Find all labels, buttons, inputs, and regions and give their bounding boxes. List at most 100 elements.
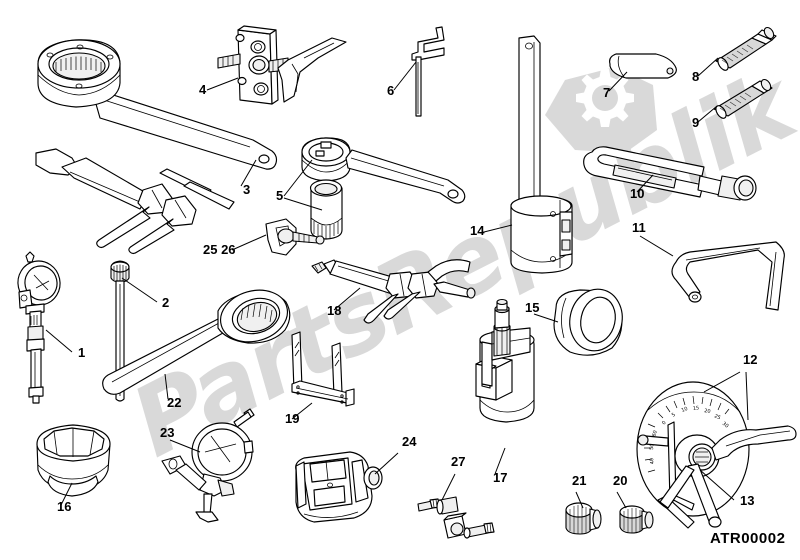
callout-number: 21	[572, 473, 586, 488]
callout-number: 12	[743, 352, 757, 367]
callout-leader-line	[616, 491, 627, 509]
callout-leader-line	[283, 197, 323, 211]
part-bore-dial-gauge	[17, 251, 61, 404]
callout-number: 16	[57, 499, 71, 514]
callout-25-26: 25 26	[203, 234, 267, 257]
callout-c12b	[745, 371, 749, 421]
drawing-code-label: ATR00002	[710, 530, 785, 547]
callout-leader-line	[206, 77, 239, 91]
part-socket-wrench-and-insert	[301, 137, 466, 240]
callout-leader-line	[121, 277, 158, 303]
callout-leader-line	[479, 224, 513, 234]
callout-23: 23	[160, 425, 201, 453]
svg-text:15: 15	[693, 405, 700, 412]
part-clutch-hub-holding-wrench	[37, 39, 278, 170]
callout-5: 5	[276, 159, 313, 203]
callout-7: 7	[603, 71, 628, 100]
callout-leader-line	[60, 482, 73, 506]
callout-number: 27	[451, 454, 465, 469]
callout-number: 19	[285, 411, 299, 426]
callout-27: 27	[441, 454, 465, 501]
callout-4: 4	[199, 77, 239, 97]
part-t-bar-puller-assembly	[35, 148, 235, 255]
svg-text:10: 10	[681, 406, 689, 414]
callout-10: 10	[630, 174, 654, 201]
callout-22: 22	[164, 373, 181, 410]
part-knurled-guide-pin-long	[715, 26, 777, 71]
callout-14: 14	[470, 223, 513, 238]
callout-13: 13	[699, 469, 754, 508]
callout-leader-line	[169, 439, 201, 453]
part-flywheel-holding-tool	[510, 35, 573, 274]
callout-number: 14	[470, 223, 485, 238]
gear-icon	[545, 67, 657, 153]
callout-9: 9	[692, 105, 718, 130]
callout-15: 15	[525, 300, 559, 323]
callout-leader-line	[639, 235, 674, 257]
svg-text:60: 60	[651, 430, 659, 438]
callout-number: 9	[692, 115, 699, 130]
callout-leader-line	[533, 313, 559, 323]
callout-number: 1	[78, 345, 85, 360]
callout-number: 11	[632, 220, 646, 235]
svg-text:40: 40	[649, 457, 656, 464]
callout-number: 23	[160, 425, 174, 440]
callout-number: 15	[525, 300, 539, 315]
callout-leader-line	[240, 159, 257, 187]
callout-3: 3	[240, 159, 257, 197]
part-dial-indicator-with-clamp	[161, 408, 255, 523]
callout-c5b	[283, 197, 323, 211]
callout-leader-line	[494, 447, 506, 475]
callout-leader-line	[745, 371, 749, 421]
callout-11: 11	[632, 220, 674, 257]
part-small-clamp-piece	[265, 218, 325, 256]
callout-leader-line	[374, 452, 399, 475]
part-seal-driver-ring	[553, 288, 623, 356]
callout-number: 8	[692, 69, 699, 84]
callout-leader-line	[703, 371, 741, 393]
part-knurled-guide-pin-short	[713, 78, 773, 119]
callout-number: 17	[493, 470, 507, 485]
svg-text:5: 5	[671, 412, 677, 419]
callout-number: 22	[167, 395, 181, 410]
part-bent-wire-tool	[411, 26, 445, 117]
callout-number: 10	[630, 186, 644, 201]
callout-16: 16	[57, 482, 73, 514]
callout-24: 24	[374, 434, 417, 475]
callout-19: 19	[285, 402, 313, 426]
callout-leader-line	[291, 402, 313, 420]
callout-number: 2	[162, 295, 169, 310]
part-oil-filter-cup-wrench	[36, 424, 111, 497]
callout-number: 18	[327, 303, 341, 318]
callout-number: 5	[276, 188, 283, 203]
part-knurled-plug-large	[565, 502, 602, 535]
callout-leader-line	[45, 329, 73, 353]
callout-leader-line	[333, 287, 361, 311]
callout-20: 20	[613, 473, 627, 509]
callout-6: 6	[387, 61, 417, 98]
callout-17: 17	[493, 447, 507, 485]
svg-text:0: 0	[661, 420, 668, 426]
part-alignment-square-fixture	[291, 331, 355, 407]
callout-leader-line	[283, 159, 313, 197]
callout-12: 12	[703, 352, 757, 393]
part-tapered-drift-pin	[609, 53, 677, 79]
callout-leader-line	[697, 57, 719, 77]
callout-leader-line	[231, 234, 267, 251]
callout-1: 1	[45, 329, 85, 360]
callout-leader-line	[393, 61, 417, 91]
callout-leader-line	[608, 71, 628, 92]
callout-leader-line	[636, 174, 654, 193]
svg-text:50: 50	[649, 443, 655, 450]
callout-21: 21	[572, 473, 586, 509]
part-pin-and-block-set	[417, 496, 495, 539]
part-u-shaped-holding-bar	[671, 241, 785, 311]
callout-leader-line	[441, 473, 456, 501]
callout-number: 3	[243, 182, 250, 197]
part-bearing-ring-wrench	[102, 289, 291, 395]
svg-text:25: 25	[713, 413, 721, 421]
callout-leader-line	[699, 469, 735, 501]
part-bracket-with-lever	[217, 25, 347, 105]
